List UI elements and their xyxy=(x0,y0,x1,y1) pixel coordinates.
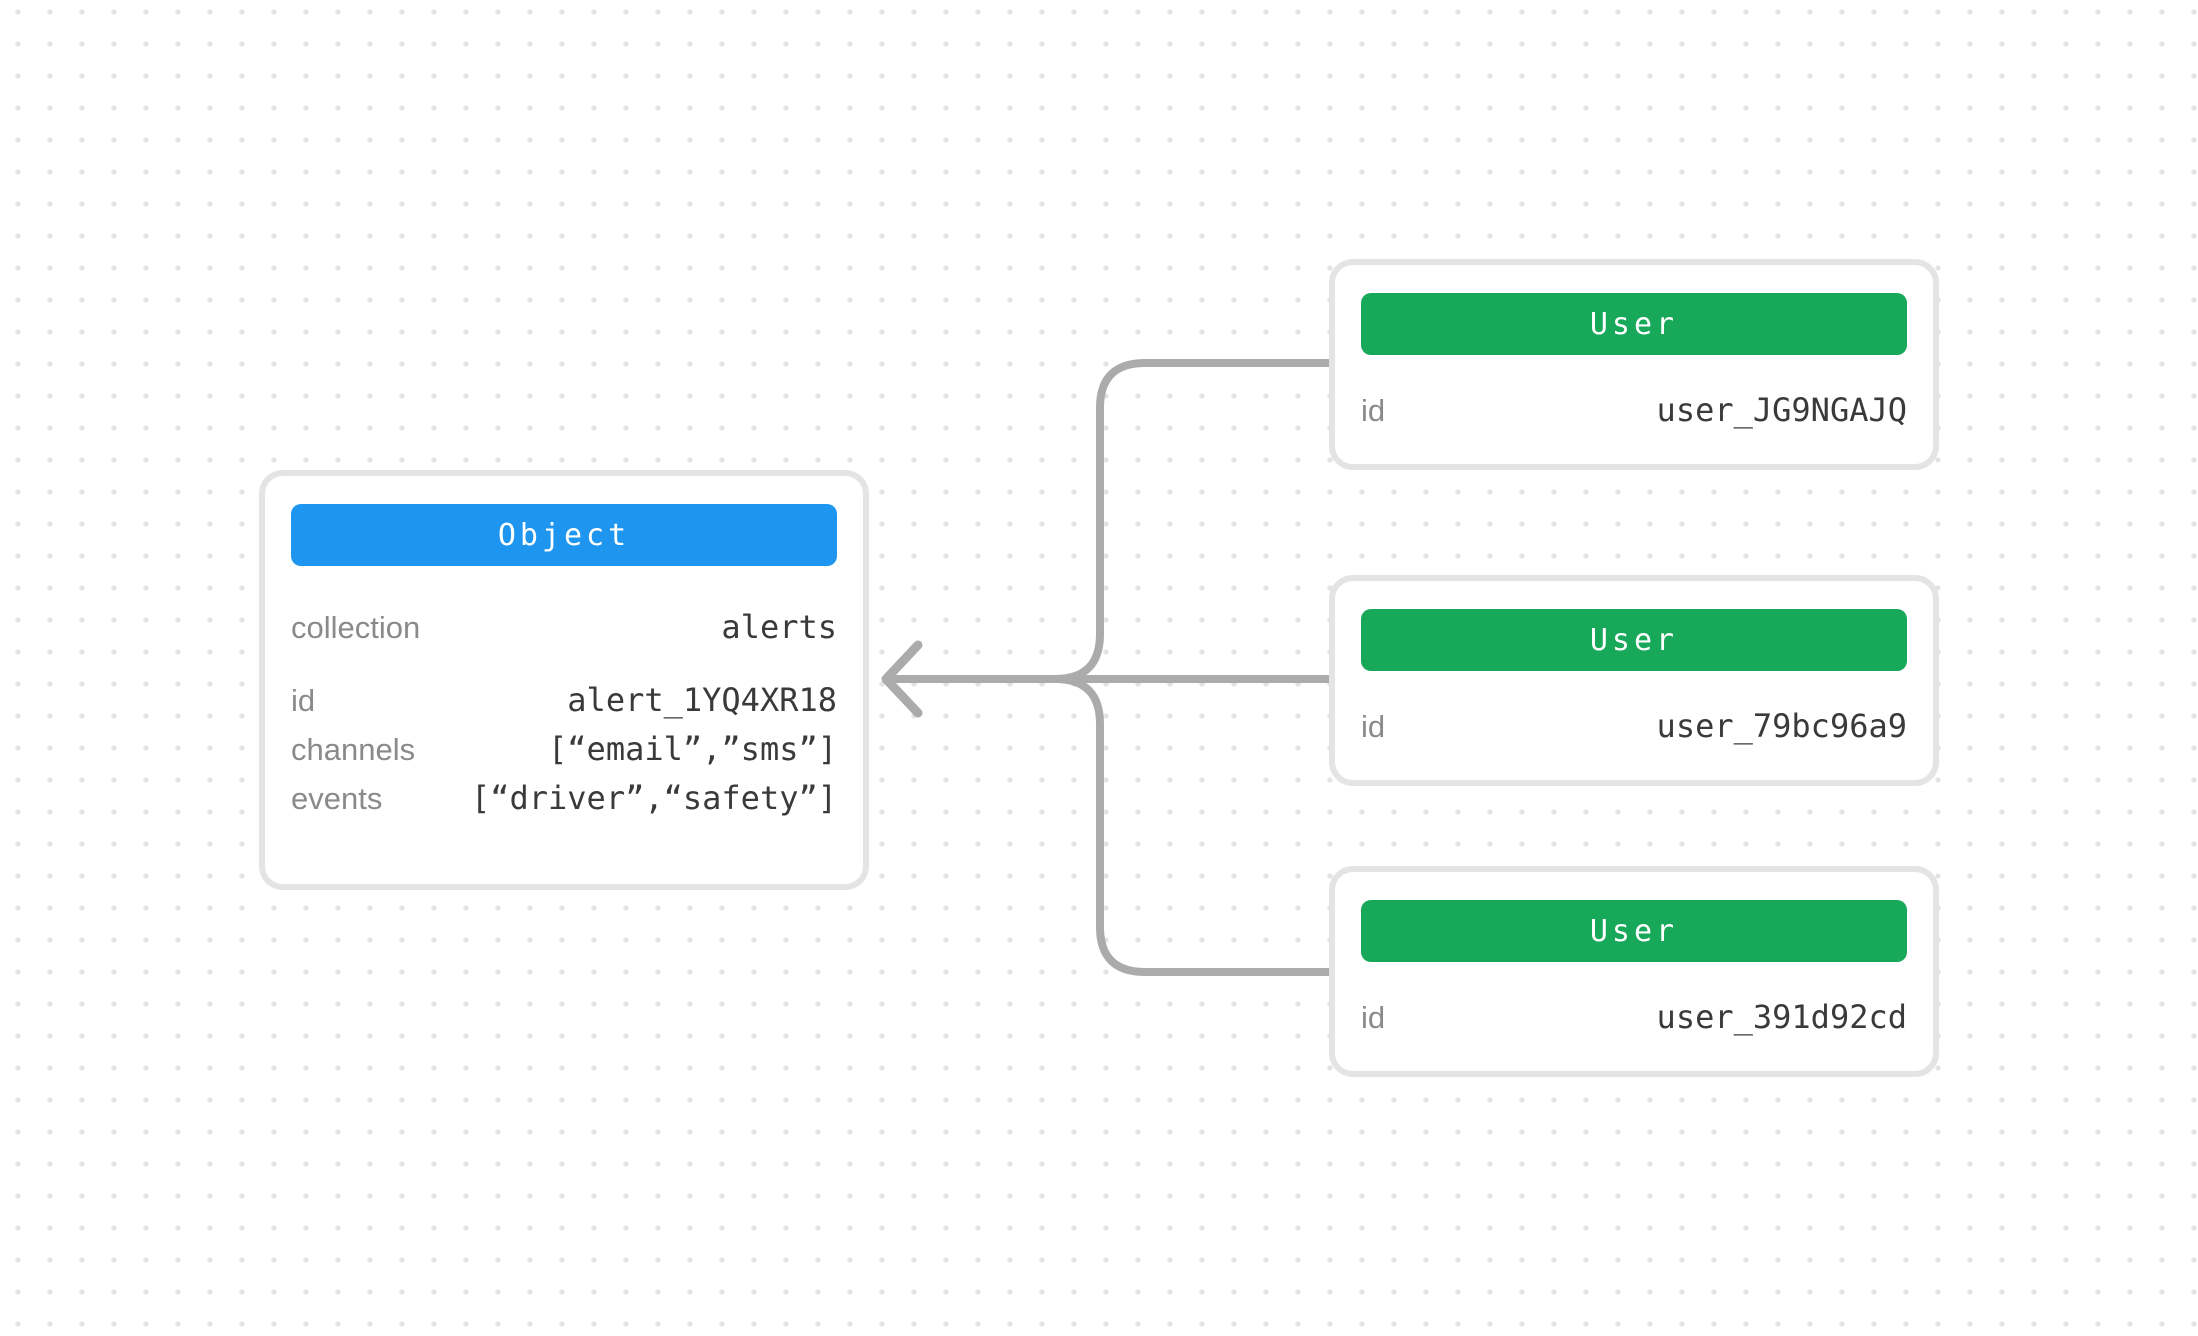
field-value: alerts xyxy=(721,608,837,646)
object-node-header: Object xyxy=(291,504,837,566)
field-value: [“email”,”sms”] xyxy=(548,730,837,768)
user-node-header: User xyxy=(1361,900,1907,962)
field-label: id xyxy=(1361,1000,1386,1035)
field-label: id xyxy=(291,683,316,718)
field-label: collection xyxy=(291,610,421,645)
field-label: channels xyxy=(291,732,416,767)
field-value: [“driver”,“safety”] xyxy=(470,779,837,817)
object-row-id: id alert_1YQ4XR18 xyxy=(265,679,863,722)
field-value: user_391d92cd xyxy=(1656,998,1907,1036)
user-node-header: User xyxy=(1361,293,1907,355)
field-label: id xyxy=(1361,393,1386,428)
arrowhead-icon xyxy=(881,640,923,718)
user-node-1[interactable]: User id user_JG9NGAJQ xyxy=(1329,259,1939,470)
object-row-collection: collection alerts xyxy=(265,606,863,649)
object-node[interactable]: Object collection alerts id alert_1YQ4XR… xyxy=(259,470,869,890)
user1-row-id: id user_JG9NGAJQ xyxy=(1335,389,1933,432)
edge-user1-to-object xyxy=(1038,359,1344,683)
field-value: alert_1YQ4XR18 xyxy=(567,681,837,719)
object-row-events: events [“driver”,“safety”] xyxy=(265,777,863,820)
user-node-2[interactable]: User id user_79bc96a9 xyxy=(1329,575,1939,786)
object-row-channels: channels [“email”,”sms”] xyxy=(265,728,863,771)
user2-row-id: id user_79bc96a9 xyxy=(1335,705,1933,748)
field-value: user_79bc96a9 xyxy=(1656,707,1907,745)
field-label: events xyxy=(291,781,383,816)
edge-user3-to-object xyxy=(1038,675,1336,976)
field-value: user_JG9NGAJQ xyxy=(1656,391,1907,429)
user3-row-id: id user_391d92cd xyxy=(1335,996,1933,1039)
field-label: id xyxy=(1361,709,1386,744)
user-node-3[interactable]: User id user_391d92cd xyxy=(1329,866,1939,1077)
user-node-header: User xyxy=(1361,609,1907,671)
